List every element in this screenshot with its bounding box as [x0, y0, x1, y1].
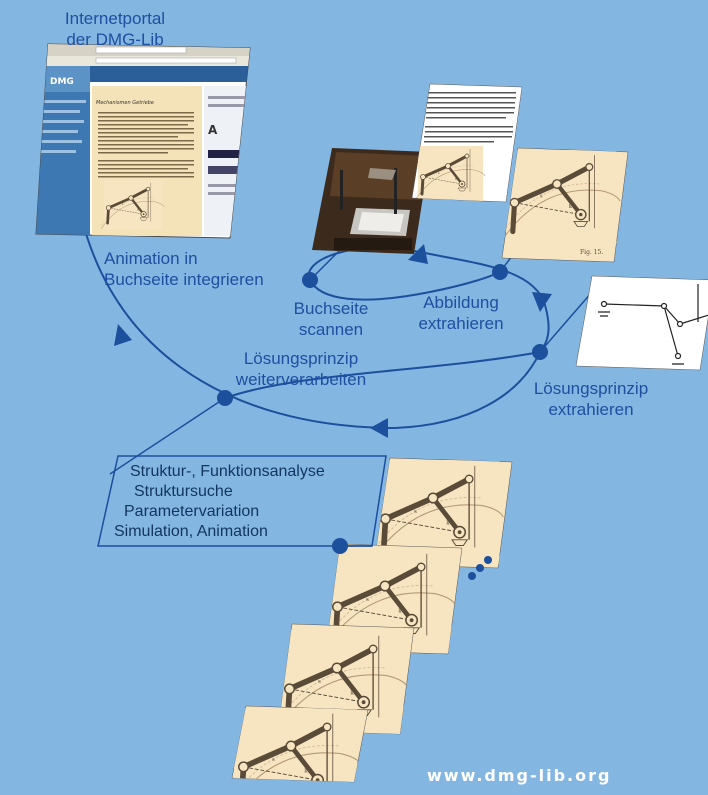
book-page-scan	[411, 83, 523, 203]
connector-schematic	[539, 291, 593, 353]
label-scan-line1: Buchseite	[293, 299, 369, 318]
label-animation: Animation in Buchseite integrieren	[104, 248, 264, 290]
analysis-line-1: Struktur-, Funktionsanalyse	[130, 463, 325, 480]
node-principle-extract	[532, 344, 548, 360]
workflow-nodes	[217, 264, 548, 554]
portal-screenshot: DMG Mechanismen Getriebe	[35, 43, 251, 239]
label-principle-process: Lösungsprinzip weiterverarbeiten	[226, 348, 376, 390]
label-principle-extract-line2: extrahieren	[548, 400, 634, 419]
arrow-head-right	[532, 292, 552, 312]
analysis-line-3: Parametervariation	[124, 503, 260, 520]
svg-text:A: A	[208, 123, 218, 137]
animation-frame-3	[277, 623, 415, 735]
website-url[interactable]: www.dmg-lib.org	[427, 766, 612, 785]
label-principle-process-line2: weiterverarbeiten	[235, 370, 367, 389]
analysis-line-4: Simulation, Animation	[114, 523, 268, 540]
arrow-head-top	[408, 244, 428, 264]
label-scan: Buchseite scannen	[286, 298, 376, 340]
animation-frame-1	[373, 457, 513, 569]
node-scan	[302, 272, 318, 288]
node-analysis	[332, 538, 348, 554]
cycle-inner-loop	[307, 246, 550, 353]
cycle-left-arc	[73, 175, 396, 429]
label-portal: Internetportal der DMG-Lib	[50, 8, 180, 50]
animation-frame-4	[231, 705, 369, 783]
scanner-photo	[312, 148, 430, 254]
cycle-bottom-arc	[394, 351, 541, 429]
node-principle-process	[217, 390, 233, 406]
label-animation-line2: Buchseite integrieren	[104, 270, 264, 289]
analysis-line-2: Struktursuche	[134, 483, 233, 500]
label-figure-line1: Abbildung	[423, 293, 499, 312]
label-figure-line2: extrahieren	[418, 314, 504, 333]
portal-page-title: Mechanismen Getriebe	[96, 100, 154, 106]
label-portal-line1: Internetportal	[64, 9, 166, 28]
extracted-figure: Fig. 15.	[501, 147, 629, 263]
label-principle-extract: Lösungsprinzip extrahieren	[528, 378, 654, 420]
label-animation-line1: Animation in	[104, 249, 198, 268]
node-figure	[492, 264, 508, 280]
figure-caption: Fig. 15.	[580, 249, 603, 256]
label-figure: Abbildung extrahieren	[406, 292, 516, 334]
principle-schematic	[575, 275, 708, 371]
cycle-return-arc	[224, 351, 541, 399]
more-frames-dots	[468, 556, 492, 580]
label-portal-line2: der DMG-Lib	[66, 30, 164, 49]
label-principle-process-line1: Lösungsprinzip	[243, 349, 359, 368]
label-principle-extract-line1: Lösungsprinzip	[533, 379, 649, 398]
label-scan-line2: scannen	[298, 320, 364, 339]
arrow-head-bottom	[370, 418, 388, 438]
portal-logo: DMG	[50, 77, 74, 87]
arrow-head-left-loop	[114, 324, 132, 346]
connector-analysis	[109, 397, 226, 475]
